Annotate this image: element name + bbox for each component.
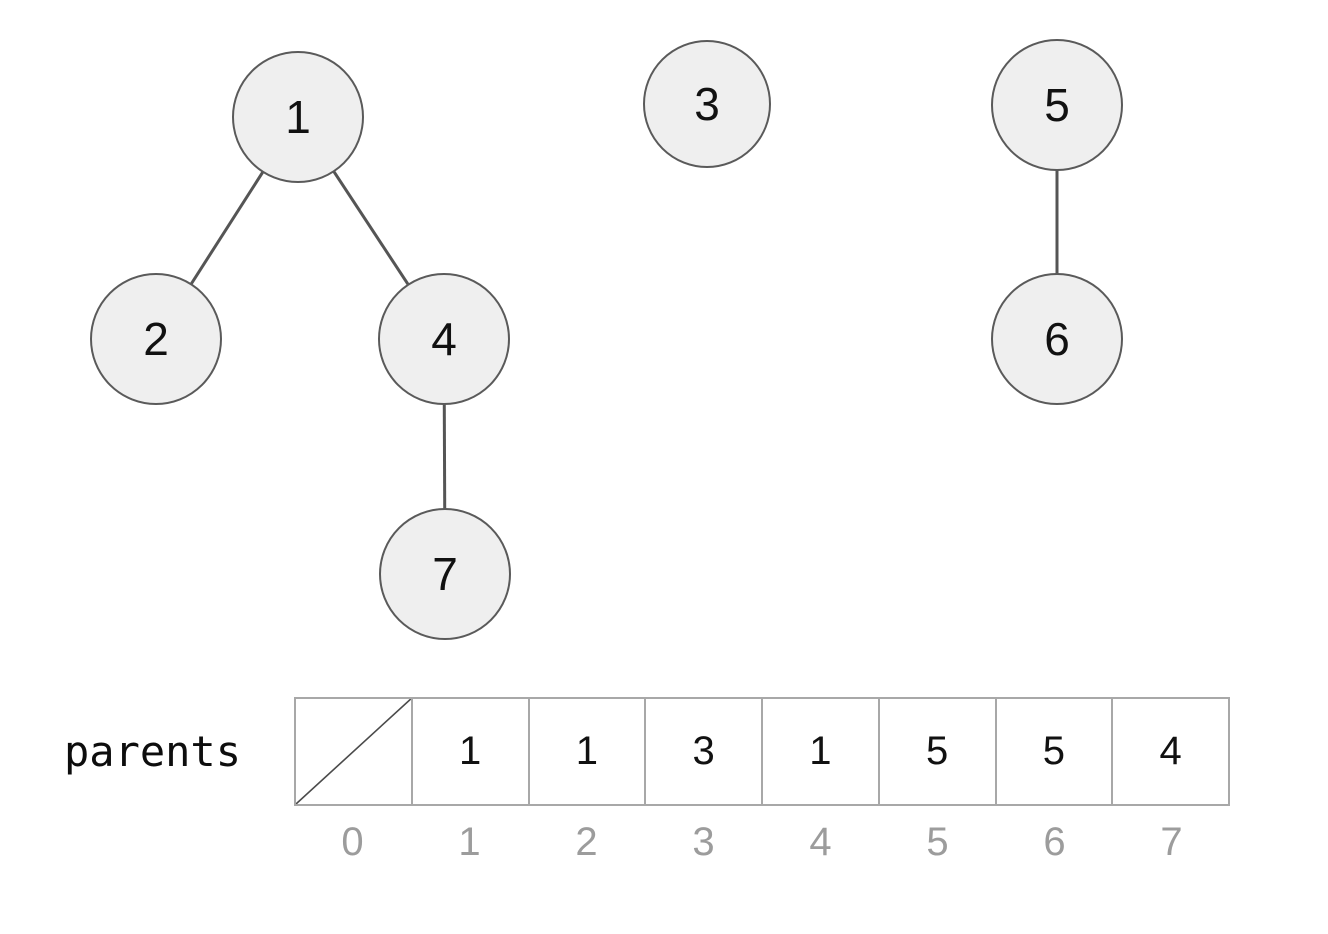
index-label-7: 7 [1160,820,1183,864]
empty-slash-icon [296,699,411,804]
tree-node-1: 1 [232,51,364,183]
parents-cell-6-value: 5 [1042,729,1065,773]
index-label-6: 6 [1043,820,1066,864]
index-label-2: 2 [575,820,598,864]
parents-cell-3: 3 [644,699,761,804]
tree-node-1-label: 1 [285,91,311,143]
parents-cell-5: 5 [877,699,995,804]
tree-node-2-label: 2 [143,313,169,365]
tree-node-6: 6 [991,273,1123,405]
parents-cell-4-value: 1 [809,729,832,773]
index-label-0: 0 [341,820,364,864]
parents-cell-1-value: 1 [459,729,482,773]
parents-cell-5-value: 5 [926,729,949,773]
tree-node-7-label: 7 [432,548,458,600]
parents-array-table: 1 1 3 1 5 5 4 [294,697,1230,806]
index-label-4: 4 [809,820,832,864]
parents-cell-2: 1 [527,699,645,804]
tree-node-6-label: 6 [1044,313,1070,365]
parents-index-row: 0 1 2 3 4 5 6 7 [294,820,1230,865]
parents-cell-1: 1 [410,699,528,804]
tree-node-2: 2 [90,273,222,405]
index-label-5: 5 [926,820,949,864]
tree-node-4: 4 [378,273,510,405]
tree-node-5-label: 5 [1044,79,1070,131]
tree-node-4-label: 4 [431,313,457,365]
parents-cell-7: 4 [1111,699,1228,804]
tree-node-7: 7 [379,508,511,640]
index-label-3: 3 [692,820,715,864]
index-label-1: 1 [458,820,481,864]
parents-array-label: parents [64,697,241,806]
parents-array-label-text: parents [64,727,242,776]
parents-cell-0 [296,699,411,804]
parents-cell-2-value: 1 [575,729,598,773]
parents-cell-7-value: 4 [1159,729,1182,773]
tree-node-5: 5 [991,39,1123,171]
tree-node-3-label: 3 [694,78,720,130]
parents-cell-4: 1 [761,699,878,804]
parents-cell-6: 5 [994,699,1112,804]
parents-cell-3-value: 3 [692,729,715,773]
tree-node-3: 3 [643,40,771,168]
